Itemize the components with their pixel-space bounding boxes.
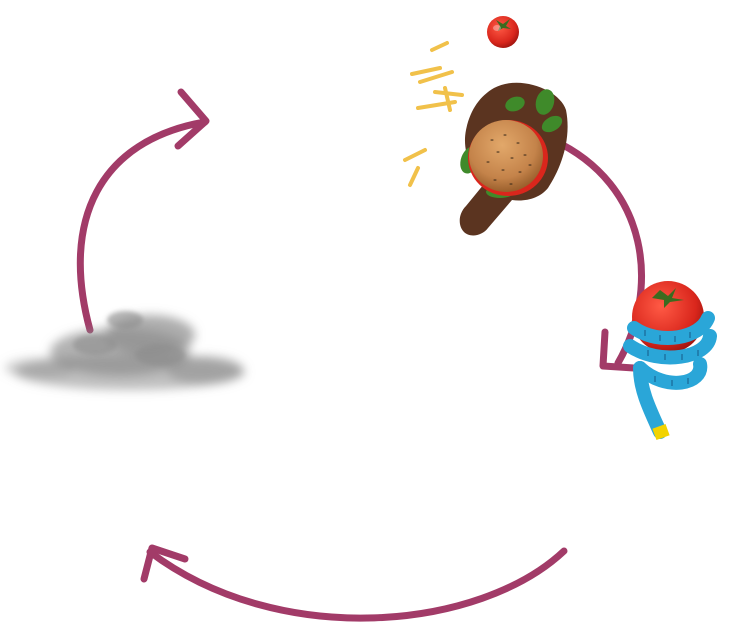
sesame-seeds xyxy=(486,134,532,185)
tomato-measuring-tape-icon xyxy=(623,281,717,441)
burger-icon xyxy=(459,82,568,236)
arrow-tape-to-smoke xyxy=(140,544,568,622)
arrow-smoke-to-burger xyxy=(76,88,210,334)
cherry-tomato-icon xyxy=(487,16,519,48)
smoke-cloud-icon xyxy=(5,311,245,390)
french-fries-icon xyxy=(403,41,464,187)
arrow-burger-to-tape xyxy=(549,136,645,372)
